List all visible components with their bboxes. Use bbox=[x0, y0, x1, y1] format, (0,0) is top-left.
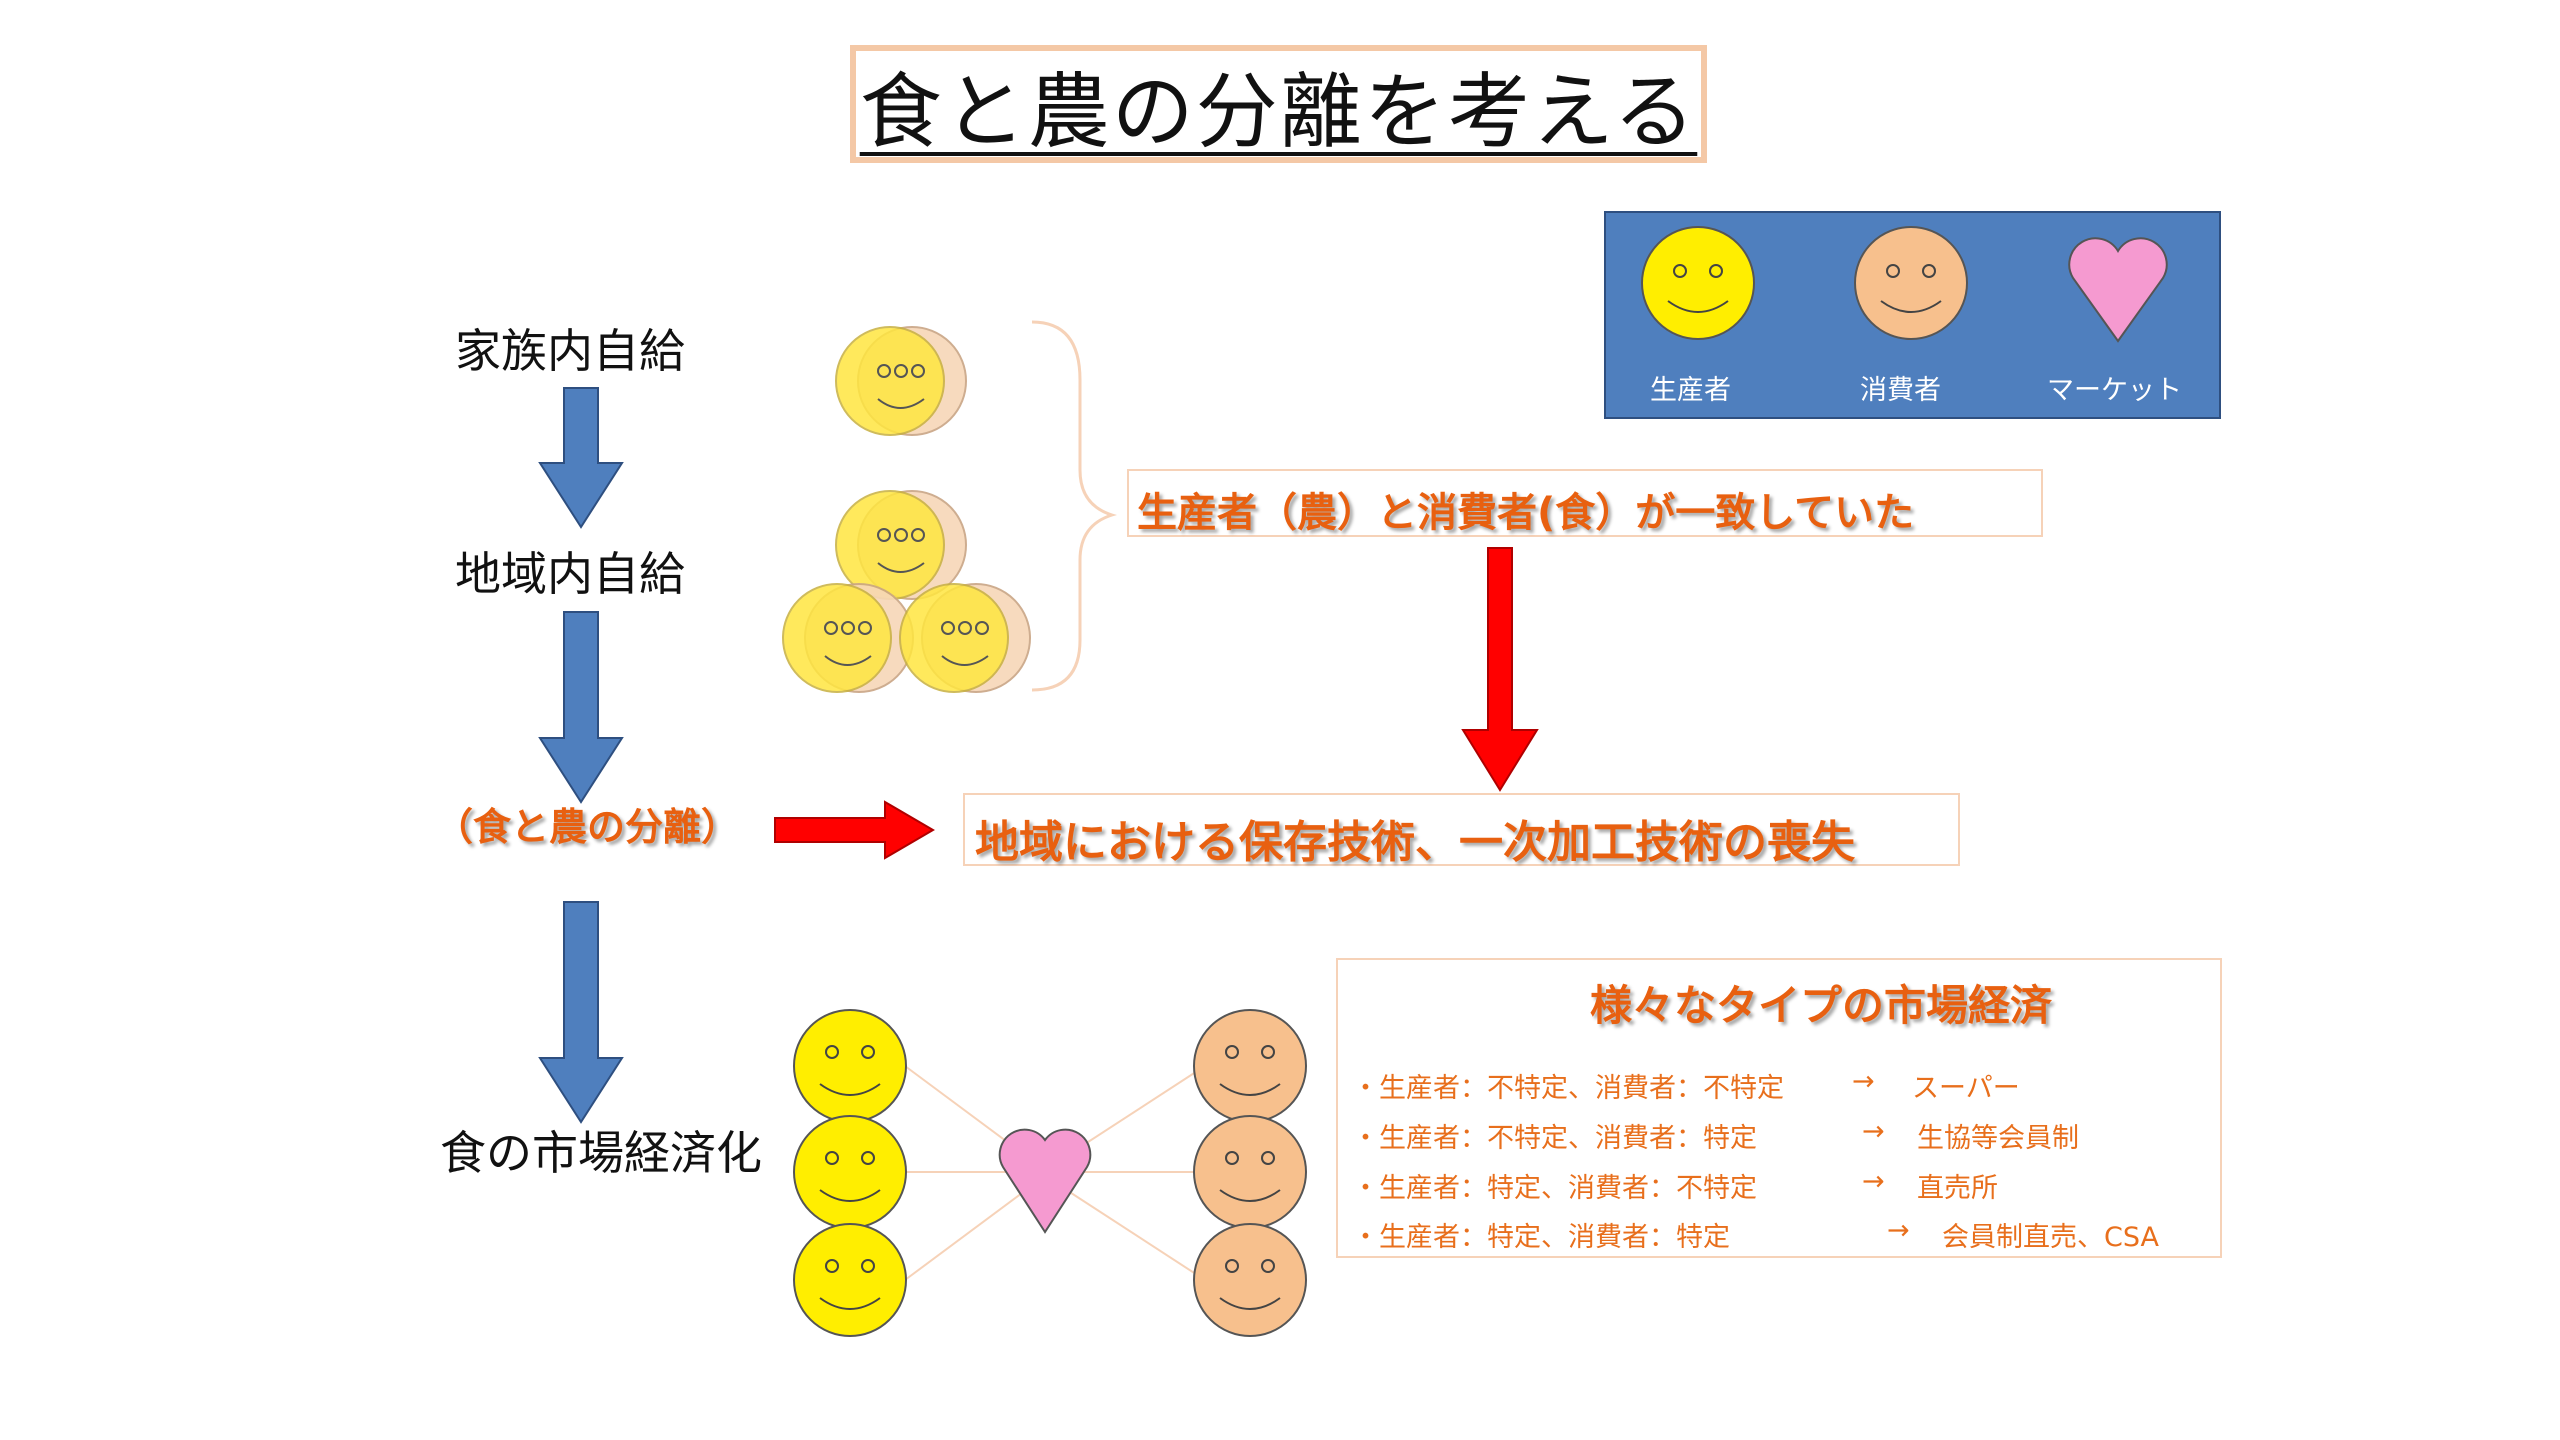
legend-icons bbox=[1641, 226, 2168, 343]
loss-callout: 地域における保存技術、一次加工技術の喪失 bbox=[963, 793, 1960, 868]
market-types-heading: 様々なタイプの市場経済 bbox=[1590, 981, 2053, 1030]
stage-separation: （食と農の分離） bbox=[435, 805, 740, 849]
title-box: 食と農の分離を考える bbox=[850, 45, 1707, 163]
consumer-face-icon-3 bbox=[1193, 1223, 1307, 1337]
flow-arrow-3 bbox=[538, 901, 624, 1124]
grouping-brace bbox=[1031, 320, 1118, 692]
regional-overlap-face-icon-left bbox=[782, 583, 914, 693]
consumer-face-icon-2 bbox=[1193, 1115, 1307, 1229]
producer-face-icon-2 bbox=[793, 1115, 907, 1229]
flow-arrow-2 bbox=[538, 611, 624, 804]
family-overlap-face-icon bbox=[835, 326, 967, 436]
market-types-box: 様々なタイプの市場経済 ・生産者：不特定、消費者：不特定 → スーパー ・生産者… bbox=[1336, 958, 2222, 1258]
page-title: 食と農の分離を考える bbox=[859, 64, 1698, 160]
list-item: ・生産者：特定、消費者：不特定 → 直売所 bbox=[1352, 1166, 1998, 1204]
stage-family: 家族内自給 bbox=[455, 324, 685, 378]
market-heart-icon bbox=[998, 1128, 1092, 1234]
flow-arrow-1 bbox=[538, 387, 624, 529]
match-callout-text: 生産者（農）と消費者(食）が一致していた bbox=[1137, 490, 1915, 536]
stage-market-economy: 食の市場経済化 bbox=[440, 1126, 762, 1180]
legend-producer-label: 生産者 bbox=[1650, 375, 1731, 406]
red-right-arrow bbox=[774, 800, 935, 860]
market-heart-icon bbox=[2068, 237, 2168, 343]
match-callout: 生産者（農）と消費者(食）が一致していた bbox=[1127, 469, 2043, 537]
legend-consumer-label: 消費者 bbox=[1860, 375, 1941, 406]
producer-face-icon bbox=[1641, 226, 1755, 340]
list-item: ・生産者：不特定、消費者：不特定 → スーパー bbox=[1352, 1066, 2020, 1104]
loss-callout-text: 地域における保存技術、一次加工技術の喪失 bbox=[975, 817, 1855, 868]
legend-box: 生産者 消費者 マーケット bbox=[1604, 211, 2221, 419]
regional-overlap-face-icon-right bbox=[899, 583, 1031, 693]
consumer-face-icon-1 bbox=[1193, 1009, 1307, 1123]
red-down-arrow bbox=[1461, 547, 1539, 792]
regional-overlap-face-icon-top bbox=[835, 490, 967, 600]
legend-market-label: マーケット bbox=[2047, 375, 2182, 406]
stage-regional: 地域内自給 bbox=[455, 547, 685, 601]
producer-face-icon-1 bbox=[793, 1009, 907, 1123]
list-item: ・生産者：不特定、消費者：特定 → 生協等会員制 bbox=[1352, 1116, 2079, 1154]
consumer-face-icon bbox=[1854, 226, 1968, 340]
producer-face-icon-3 bbox=[793, 1223, 907, 1337]
list-item: ・生産者：特定、消費者：特定 → 会員制直売、CSA bbox=[1352, 1215, 2159, 1253]
